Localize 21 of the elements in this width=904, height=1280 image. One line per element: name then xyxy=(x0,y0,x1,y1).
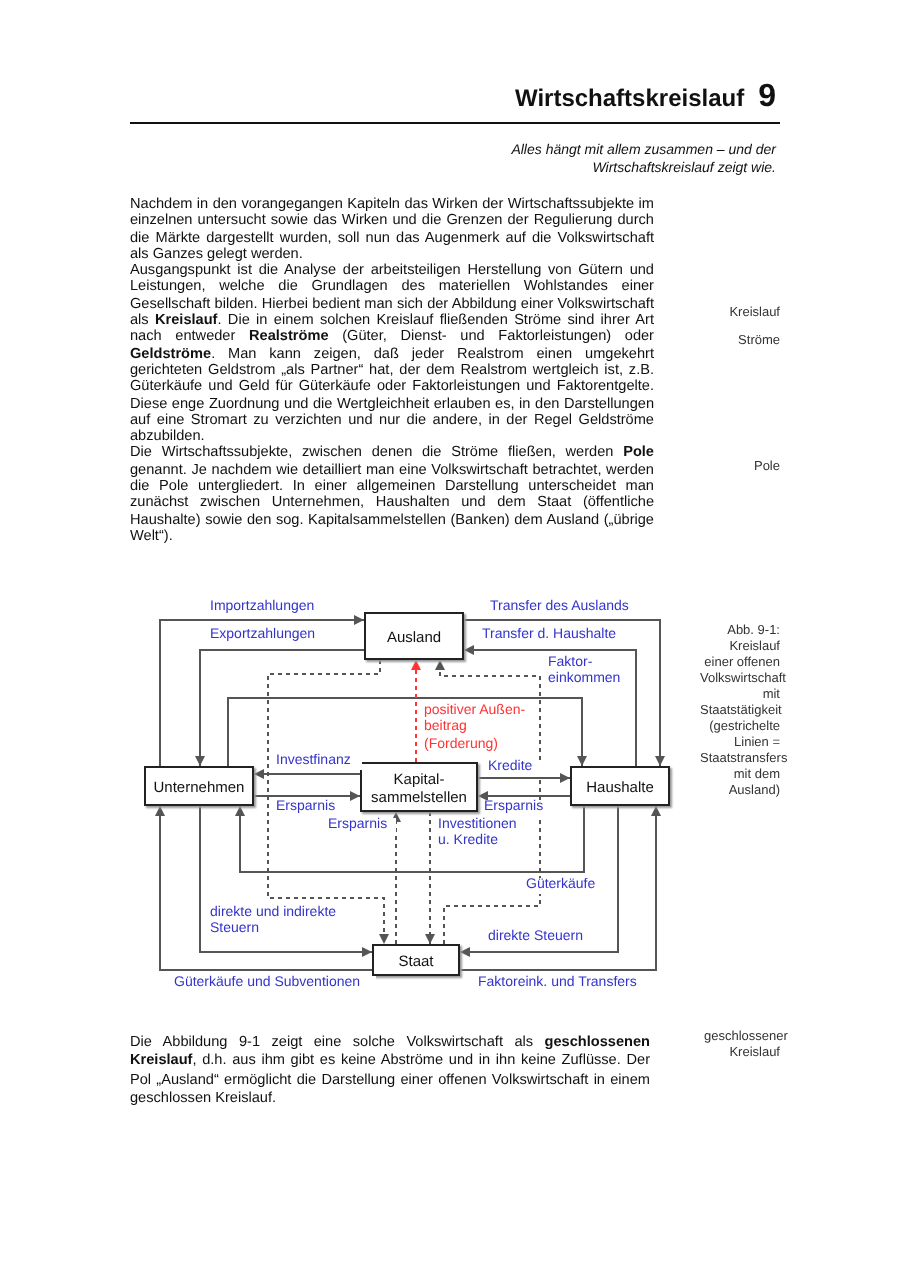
flow-arrow xyxy=(235,805,585,873)
flow-arrow xyxy=(199,805,373,957)
flow-arrow xyxy=(477,773,571,783)
flow-arrow xyxy=(463,645,637,767)
flow-arrow xyxy=(435,659,541,945)
flow-arrow xyxy=(391,811,401,945)
flow-arrow xyxy=(477,791,571,801)
flow-arrow xyxy=(155,805,373,971)
flow-arrow xyxy=(195,649,365,767)
flow-arrow xyxy=(411,659,421,763)
chapter-title: Wirtschaftskreislauf xyxy=(514,84,745,112)
flow-arrow xyxy=(459,805,661,971)
flow-arrow xyxy=(227,697,587,767)
flow-arrow xyxy=(159,615,365,767)
flow-arrow xyxy=(253,769,361,779)
flow-arrow xyxy=(267,659,389,945)
chapter-number: 9 xyxy=(758,80,776,116)
flow-arrow xyxy=(459,805,619,957)
flow-arrow xyxy=(463,619,665,767)
flow-arrow xyxy=(253,791,361,801)
flow-arrow xyxy=(425,811,435,945)
